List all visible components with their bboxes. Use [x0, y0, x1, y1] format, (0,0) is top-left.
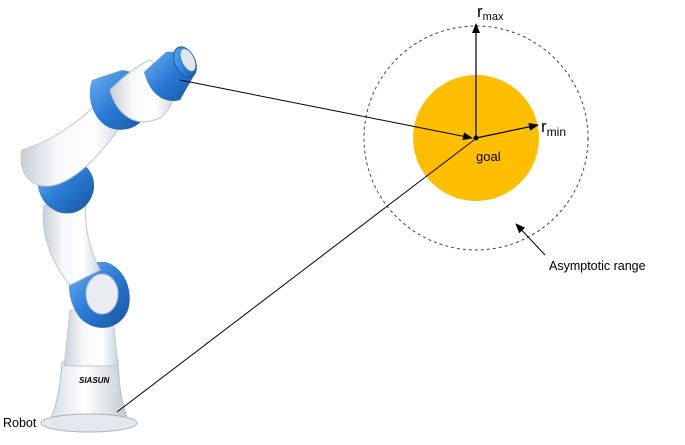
goal-label: goal: [476, 149, 501, 164]
r-min-arrow: [475, 122, 539, 139]
robot-brand-logo: SIASUN: [79, 376, 109, 385]
asymptotic-range-pointer: [515, 223, 546, 256]
end-effector-to-goal-arrow: [179, 79, 473, 141]
robot-arm-image: SIASUN: [20, 46, 197, 433]
robot-label: Robot: [3, 416, 37, 430]
robot-base: [49, 359, 129, 421]
r-min-label: rmin: [541, 117, 566, 139]
goal-point: [473, 135, 479, 141]
asymptotic-range-label: Asymptotic range: [549, 259, 646, 273]
robot-middle-link: [42, 204, 101, 286]
asymptotic-range-circle: [363, 25, 589, 251]
robot-joint-lower-cap: [85, 273, 119, 315]
robot-base-to-goal-line: [116, 139, 475, 413]
robot-base-plate: [40, 413, 138, 433]
r-max-label: rmax: [477, 2, 504, 23]
robot-end-effector-face: [180, 48, 196, 72]
